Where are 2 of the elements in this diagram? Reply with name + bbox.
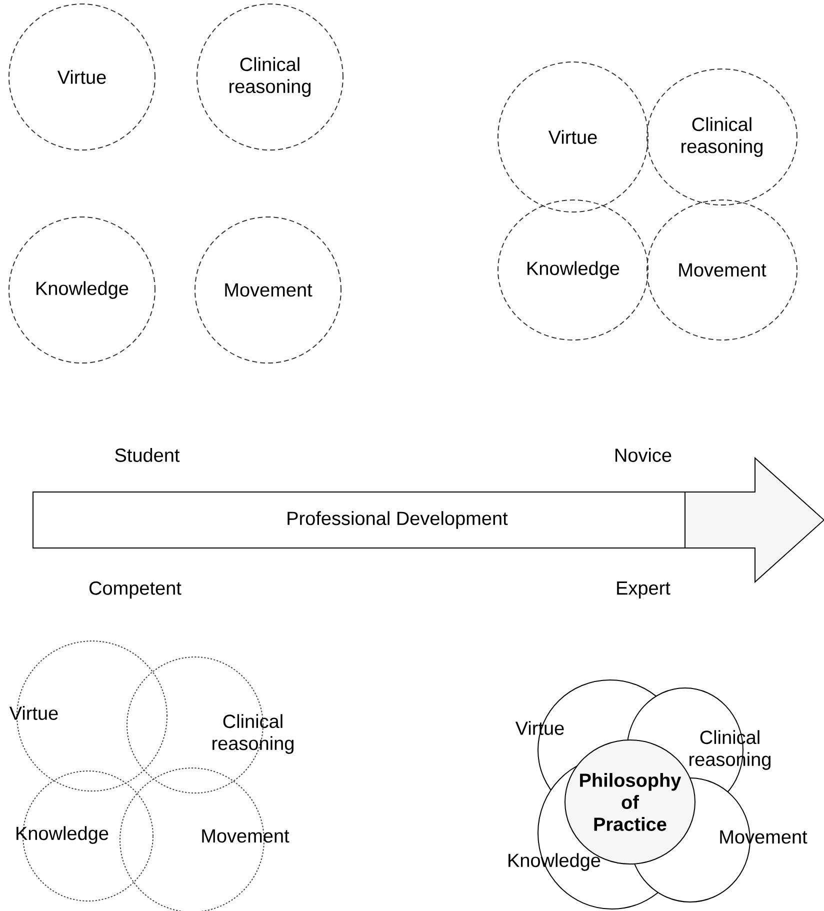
stage-label: Competent: [89, 581, 182, 599]
stage-label: Expert: [617, 582, 670, 598]
